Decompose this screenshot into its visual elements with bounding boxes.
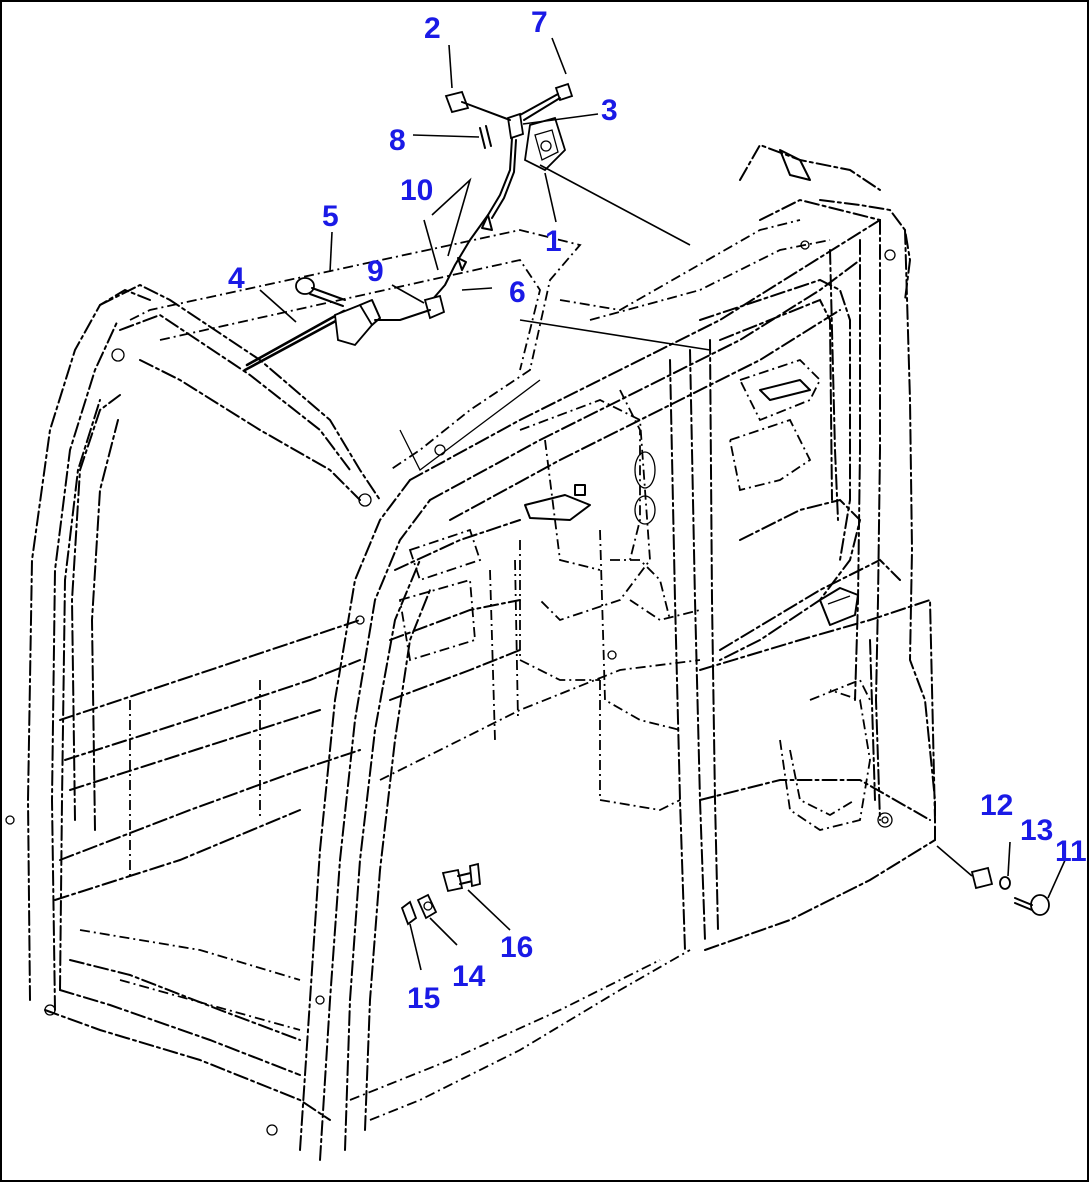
callout-8: 8 bbox=[389, 124, 406, 157]
callout-10: 10 bbox=[400, 174, 433, 207]
callout-11: 11 bbox=[1055, 835, 1087, 868]
callout-6: 6 bbox=[509, 276, 526, 309]
callout-12: 12 bbox=[980, 789, 1013, 822]
callout-labels: 1 2 3 4 5 6 7 8 9 10 11 12 13 14 15 16 bbox=[228, 6, 1087, 1015]
callout-16: 16 bbox=[500, 931, 533, 964]
callout-4: 4 bbox=[228, 262, 245, 295]
part-1-bracket bbox=[524, 116, 567, 172]
callout-13: 13 bbox=[1020, 814, 1053, 847]
callout-5: 5 bbox=[322, 200, 339, 233]
parts bbox=[243, 82, 1050, 926]
callout-2: 2 bbox=[424, 12, 441, 45]
callout-15: 15 bbox=[407, 982, 440, 1015]
callout-7: 7 bbox=[531, 6, 548, 39]
callout-14: 14 bbox=[452, 960, 486, 993]
callout-9: 9 bbox=[367, 255, 384, 288]
callout-1: 1 bbox=[545, 225, 562, 258]
leader-lines bbox=[259, 37, 1067, 971]
callout-3: 3 bbox=[601, 94, 618, 127]
cab-frame bbox=[5, 143, 936, 1161]
